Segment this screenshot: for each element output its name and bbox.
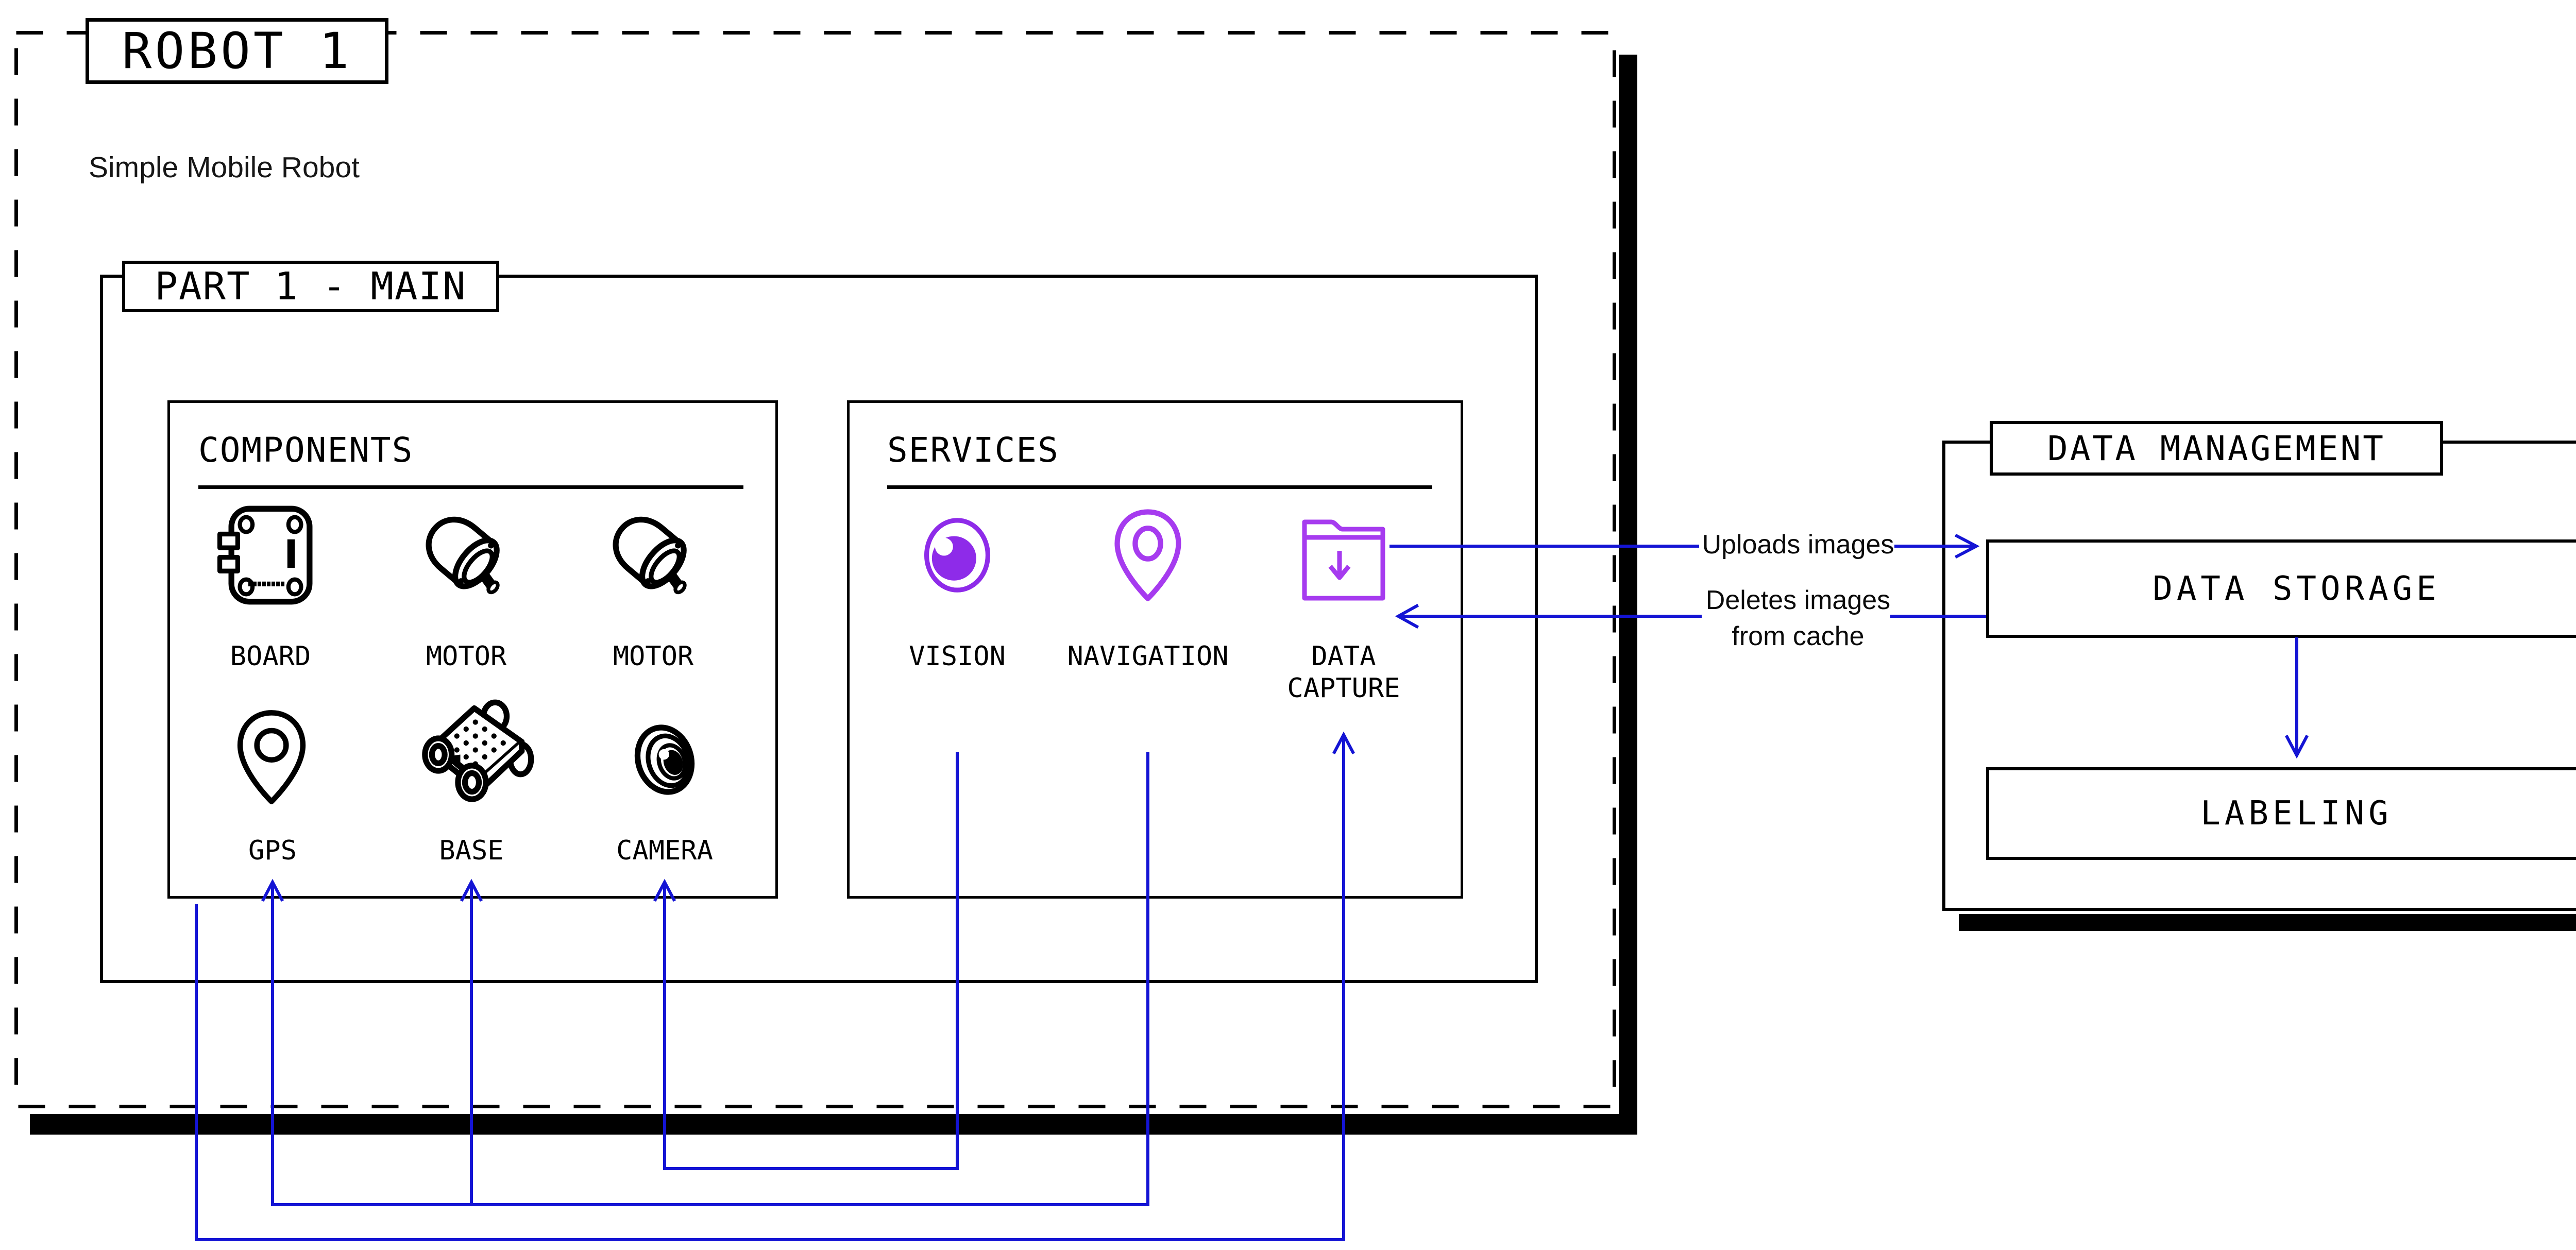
data-management-title: DATA MANAGEMENT [2047, 428, 2386, 468]
service-label: DATA CAPTURE [1287, 641, 1400, 704]
component-label: MOTOR [613, 641, 694, 672]
gps-icon [217, 702, 326, 813]
robot-shadow-bottom [30, 1114, 1637, 1135]
services-underline [887, 485, 1432, 489]
board-icon [216, 502, 325, 608]
component-label: MOTOR [426, 641, 507, 672]
data-capture-icon [1290, 508, 1398, 611]
motor-icon [412, 502, 520, 608]
motor-icon [599, 502, 707, 608]
services-title: SERVICES [887, 430, 1059, 470]
dm-shadow-bottom [1959, 914, 2576, 931]
component-label: CAMERA [616, 835, 713, 866]
part-main-title: PART 1 - MAIN [155, 264, 467, 309]
data-management-title-box: DATA MANAGEMENT [1990, 421, 2443, 476]
component-label: BOARD [230, 641, 311, 672]
navigation-icon [1094, 502, 1202, 608]
service-label: NAVIGATION [1067, 641, 1229, 672]
robot-shadow-right [1619, 55, 1637, 1135]
robot-title: ROBOT 1 [122, 22, 352, 80]
labeling-label: LABELING [2200, 795, 2393, 833]
base-icon [417, 697, 536, 813]
component-label: GPS [248, 835, 297, 866]
components-underline [198, 485, 743, 489]
deletes-images-label: Deletes images from cache [1705, 585, 1891, 651]
part-main-title-box: PART 1 - MAIN [122, 261, 499, 312]
camera-icon [611, 707, 719, 813]
labeling-box: LABELING [1986, 767, 2576, 860]
components-title: COMPONENTS [198, 430, 414, 470]
component-label: BASE [439, 835, 504, 866]
robot-title-box: ROBOT 1 [86, 18, 388, 84]
robot-subtitle: Simple Mobile Robot [89, 151, 360, 184]
data-storage-box: DATA STORAGE [1986, 539, 2576, 638]
vision-icon [903, 502, 1011, 608]
uploads-images-label: Uploads images [1702, 530, 1894, 560]
data-storage-label: DATA STORAGE [2153, 569, 2441, 608]
service-label: VISION [909, 641, 1006, 672]
